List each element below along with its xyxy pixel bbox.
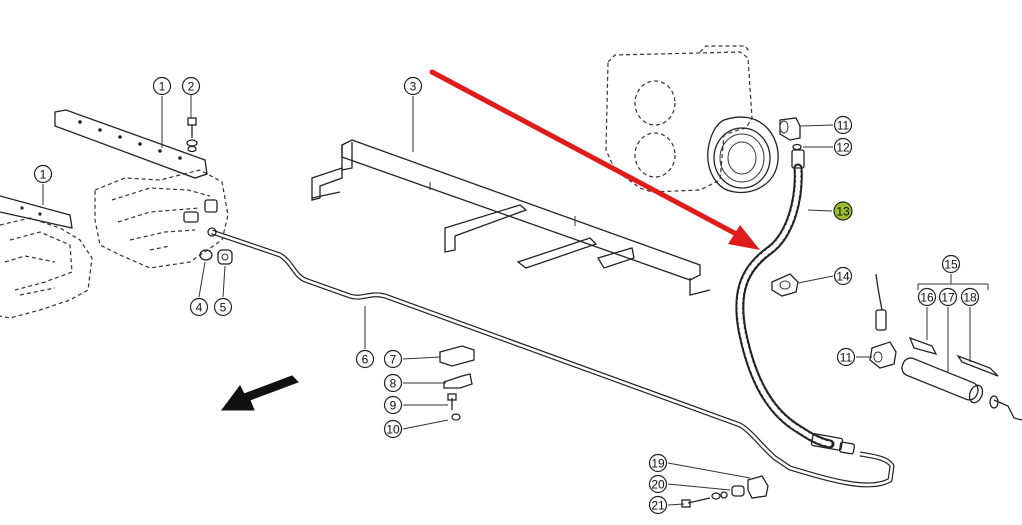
callout-number: 17	[941, 291, 955, 305]
engine-outline	[605, 45, 779, 194]
callout-c21: 21	[648, 495, 668, 515]
callout-number: 12	[836, 141, 850, 155]
callout-number: 7	[390, 353, 397, 367]
callout-circle	[355, 349, 375, 369]
callout-circle	[648, 474, 668, 494]
callout-c1b: 1	[33, 164, 53, 184]
callout-number: 6	[362, 353, 369, 367]
frame-bracket-part-3	[311, 139, 711, 296]
callout-number: 20	[651, 478, 665, 492]
callout-c8: 8	[383, 373, 403, 393]
callout-c11a: 11	[833, 115, 853, 135]
red-pointer-arrow-icon	[429, 69, 760, 250]
callout-c2: 2	[181, 76, 201, 96]
small-parts-19-21	[681, 475, 769, 508]
direction-arrow-icon	[221, 375, 299, 411]
valve-block-main	[54, 109, 229, 269]
callout-number: 21	[651, 499, 665, 513]
callout-circle	[960, 287, 980, 307]
callout-c14: 14	[833, 266, 853, 286]
callout-number: 3	[410, 80, 417, 94]
callout-c19: 19	[648, 453, 668, 473]
callout-c6: 6	[355, 349, 375, 369]
callout-number: 1	[159, 80, 166, 94]
callout-number: 18	[963, 291, 977, 305]
callout-c13: 13	[833, 201, 853, 221]
callout-c7: 7	[383, 349, 403, 369]
small-parts-7-10	[439, 345, 475, 421]
callout-circle	[403, 76, 423, 96]
callout-c15: 15	[941, 254, 961, 274]
callout-c5: 5	[213, 297, 233, 317]
callout-circle	[941, 254, 961, 274]
callout-number: 13	[836, 205, 850, 219]
hydraulic-hose-part-13	[735, 149, 856, 455]
callout-circle	[836, 347, 856, 367]
fitting-parts-4-5	[199, 249, 233, 265]
callout-c16: 16	[917, 287, 937, 307]
callout-c3: 3	[403, 76, 423, 96]
callout-c18: 18	[960, 287, 980, 307]
callout-number: 14	[836, 270, 850, 284]
callout-c12: 12	[833, 137, 853, 157]
callout-circle	[917, 287, 937, 307]
callout-circle	[383, 419, 403, 439]
callout-circle	[189, 297, 209, 317]
elbow-fitting-part-11-top	[779, 117, 802, 151]
callout-number: 16	[920, 291, 934, 305]
callout-number: 9	[390, 399, 397, 413]
callout-number: 19	[651, 457, 665, 471]
callout-c1a: 1	[152, 76, 172, 96]
callout-number: 11	[837, 119, 850, 133]
callout-circle	[833, 201, 853, 221]
callout-number: 2	[188, 80, 195, 94]
callout-circle	[383, 349, 403, 369]
callout-number: 10	[386, 423, 400, 437]
callout-c9: 9	[383, 395, 403, 415]
callout-circle	[833, 137, 853, 157]
callout-circle	[648, 495, 668, 515]
callout-number: 15	[944, 258, 958, 272]
callout-circle	[383, 395, 403, 415]
callout-circle	[383, 373, 403, 393]
callout-c4: 4	[189, 297, 209, 317]
callout-c10: 10	[383, 419, 403, 439]
clamp-part-14	[771, 273, 799, 297]
callout-circle	[833, 266, 853, 286]
callout-c20: 20	[648, 474, 668, 494]
callout-circle	[33, 164, 53, 184]
valve-block-left	[0, 195, 93, 319]
callout-circle	[648, 453, 668, 473]
callout-number: 11	[840, 351, 853, 365]
callout-circle	[833, 115, 853, 135]
leader-lines	[42, 95, 989, 506]
steel-pipe-part-6	[207, 227, 895, 488]
callout-circle	[152, 76, 172, 96]
bolt-part-2	[186, 117, 198, 153]
callout-circle	[181, 76, 201, 96]
callout-c17: 17	[938, 287, 958, 307]
parts-group-15-18	[869, 273, 1022, 421]
callout-number: 1	[40, 168, 47, 182]
callout-circle	[938, 287, 958, 307]
callout-number: 8	[390, 377, 397, 391]
callout-c11b: 11	[836, 347, 856, 367]
callout-circle	[213, 297, 233, 317]
callout-number: 4	[196, 301, 203, 315]
callout-number: 5	[220, 301, 227, 315]
